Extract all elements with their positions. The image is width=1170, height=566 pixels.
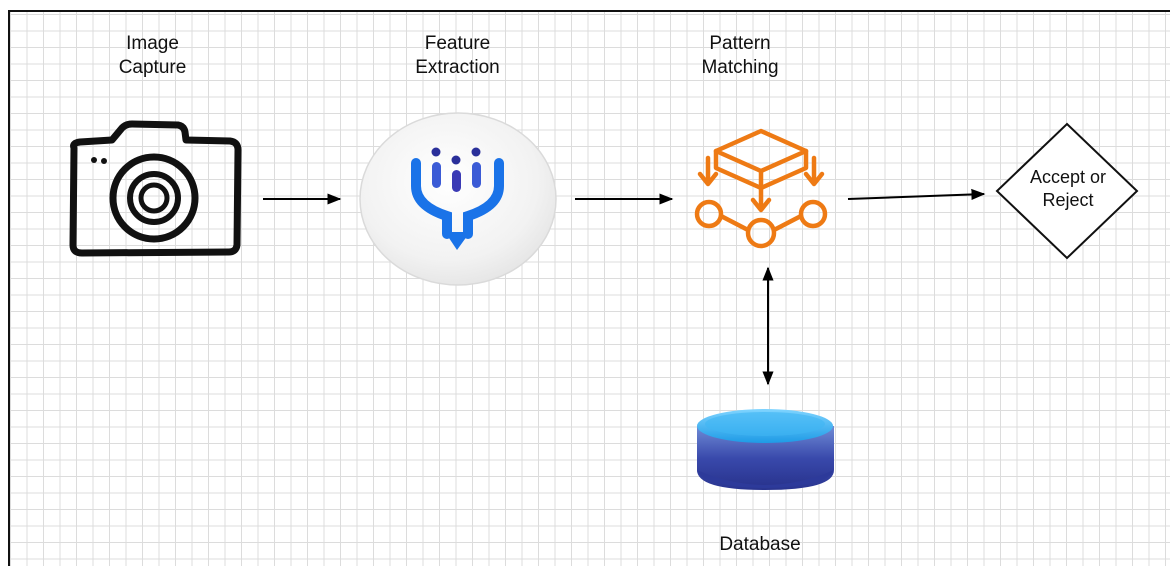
grid-background: [10, 12, 1170, 566]
feature-extraction-label-line2: Extraction: [415, 57, 500, 78]
camera-icon: [69, 120, 242, 257]
image-capture-label-line1: Image: [126, 33, 179, 54]
database-cylinder-icon: [697, 409, 834, 490]
pattern-cube-icon: [694, 128, 828, 249]
decision-label-line1: Accept or: [1029, 167, 1107, 187]
image-capture-label-line2: Capture: [118, 57, 187, 78]
database-label: Database: [719, 534, 801, 555]
feature-funnel-icon: [359, 112, 557, 286]
feature-extraction-label-line1: Feature: [424, 33, 491, 54]
pattern-matching-label-line1: Pattern: [709, 33, 771, 54]
decision-diamond: [995, 122, 1139, 260]
canvas-border-left: [8, 10, 10, 566]
decision-label: Accept or Reject: [1005, 166, 1131, 212]
canvas-border-top: [8, 10, 1170, 12]
feature-extraction-label: Feature Extraction: [390, 32, 525, 80]
image-capture-label: Image Capture: [95, 32, 210, 80]
pattern-matching-label: Pattern Matching: [675, 32, 805, 80]
pattern-matching-label-line2: Matching: [701, 57, 779, 78]
decision-label-line2: Reject: [1042, 190, 1094, 210]
arrow-pattern-to-decision: [847, 188, 986, 201]
